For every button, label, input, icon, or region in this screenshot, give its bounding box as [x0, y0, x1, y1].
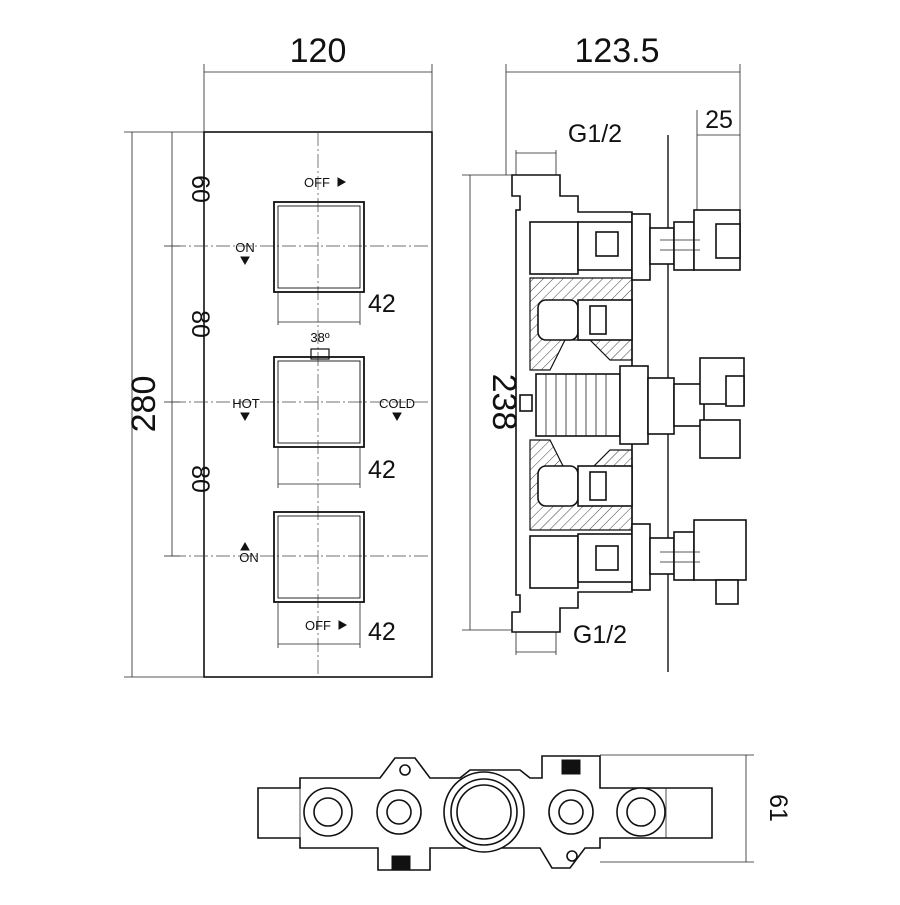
handle-size-dims	[277, 293, 361, 648]
thread-top-label: G1/2	[568, 120, 622, 148]
port-left-outer	[303, 787, 353, 837]
label-bottom-on: ON	[239, 550, 259, 565]
mount-hole-bottom	[566, 850, 578, 862]
front-width-dim: 120	[290, 32, 347, 70]
side-depth-dim: 123.5	[574, 32, 659, 70]
port-right-inner	[548, 789, 594, 835]
arrow-down-icon	[392, 412, 402, 422]
label-hot: HOT	[232, 396, 260, 411]
side-offset-dim: 25	[705, 106, 733, 134]
handle-top	[273, 201, 365, 293]
port-center	[443, 771, 525, 853]
mount-hole-top	[399, 764, 411, 776]
stem-back	[519, 394, 533, 412]
label-cold: COLD	[379, 396, 415, 411]
side-view: 123.5 25 G1/2 G1/2 238	[462, 32, 747, 672]
front-height-dim: 280	[125, 376, 163, 433]
temperature-indicator	[310, 348, 330, 360]
spacing-bot-dim: 80	[186, 465, 214, 493]
handle-bottom	[273, 511, 365, 603]
upper-check-valve	[537, 299, 633, 341]
lower-port	[529, 535, 579, 589]
arrow-down-icon	[240, 256, 250, 266]
handle-middle-size: 42	[368, 456, 396, 484]
bottom-depth-dim: 61	[764, 794, 792, 822]
label-top-on: ON	[235, 240, 255, 255]
lower-cartridge	[577, 519, 747, 605]
bottom-view: 61	[257, 754, 792, 871]
port-right-outer	[616, 787, 666, 837]
label-bottom-off: OFF	[305, 618, 331, 633]
upper-cartridge	[577, 209, 741, 281]
arrow-right-icon	[338, 620, 348, 630]
front-view: 120 280 60 80 80	[124, 32, 433, 678]
spacing-mid-dim: 80	[186, 310, 214, 338]
handle-top-size: 42	[368, 290, 396, 318]
thread-bottom-label: G1/2	[573, 621, 627, 649]
handle-bottom-size: 42	[368, 618, 396, 646]
port-left-inner	[376, 789, 422, 835]
spacing-top-dim: 60	[186, 175, 214, 203]
thermostatic-cartridge	[535, 357, 745, 459]
angle-label: 38º	[310, 330, 329, 345]
arrow-up-icon	[240, 541, 250, 551]
lower-check-valve	[537, 465, 633, 507]
label-top-off: OFF	[304, 175, 330, 190]
arrow-down-icon	[240, 412, 250, 422]
tab-top	[561, 759, 581, 775]
upper-port	[529, 221, 579, 275]
arrow-right-icon	[337, 177, 347, 187]
tab-bottom	[391, 855, 411, 871]
handle-middle	[273, 348, 365, 448]
